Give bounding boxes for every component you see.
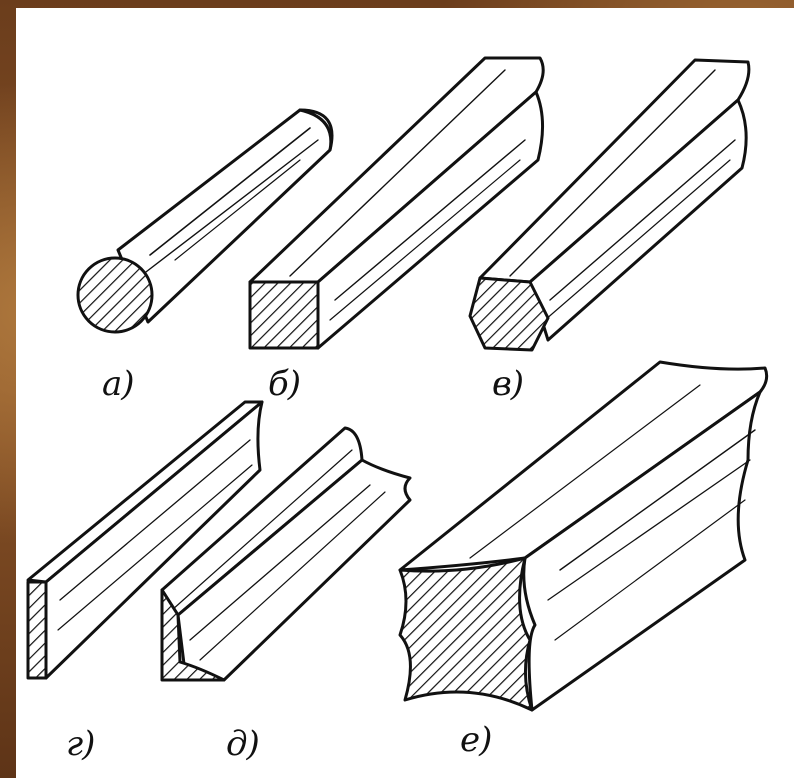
label-b: б) — [268, 364, 301, 404]
square-bar-profile — [248, 56, 545, 350]
label-v: в) — [492, 364, 524, 404]
flat-strip-profile — [26, 400, 264, 680]
star-billet-profile — [398, 360, 769, 712]
label-e: е) — [460, 720, 492, 760]
label-d: д) — [226, 724, 260, 764]
round-bar-profile — [76, 108, 334, 334]
label-g: г) — [66, 724, 95, 764]
hexagonal-bar-profile — [468, 58, 751, 352]
angle-profile — [160, 426, 412, 682]
label-a: а) — [102, 364, 135, 404]
